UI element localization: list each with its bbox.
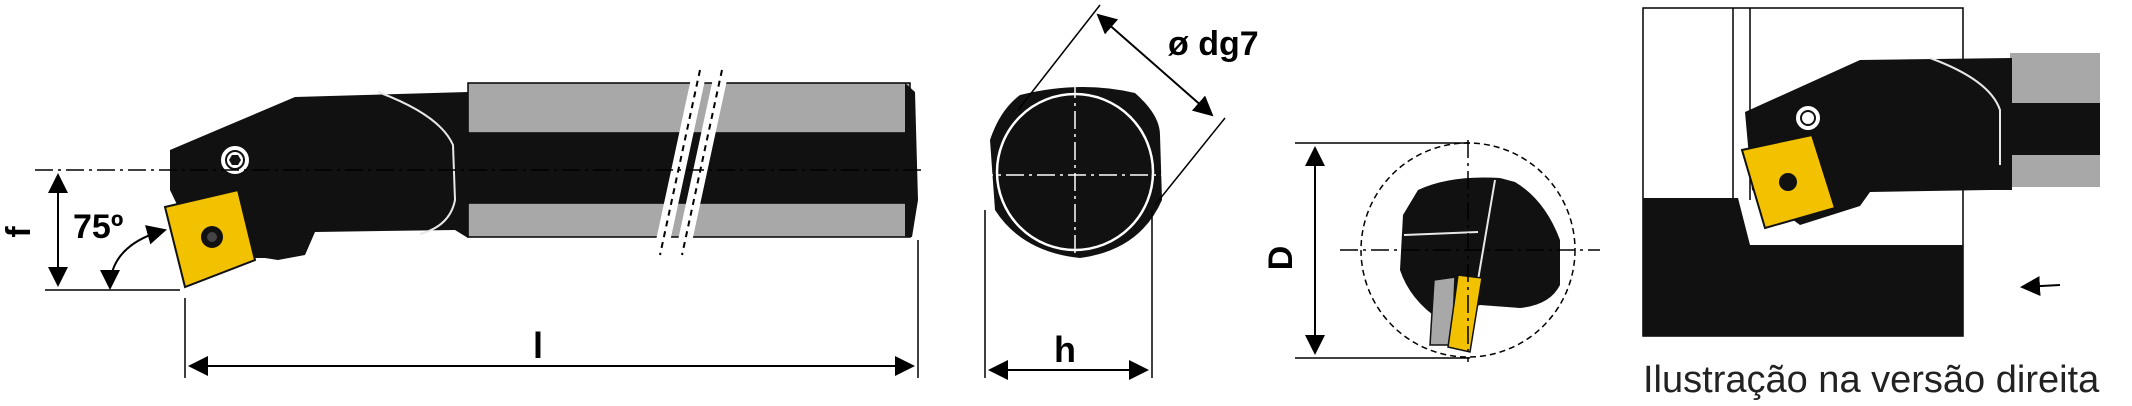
end-view: ø dg7 h xyxy=(975,4,1259,380)
bore-insert-yellow xyxy=(1447,274,1483,353)
bore-tool-section xyxy=(1400,177,1560,320)
f-label: f xyxy=(0,226,38,238)
diameter-label: ø dg7 xyxy=(1168,25,1259,63)
h-label: h xyxy=(1054,329,1076,370)
illu-head-contour xyxy=(1929,57,2001,165)
angle-arc xyxy=(100,225,167,290)
dg7-ext-1 xyxy=(1017,4,1101,111)
D-label: D xyxy=(1262,246,1300,271)
head-contour xyxy=(377,91,457,235)
shank-end xyxy=(905,83,918,237)
angle-label: 75º xyxy=(73,208,123,246)
bore-section-edge-2 xyxy=(1403,231,1479,236)
dg7-dim-line xyxy=(1096,13,1214,117)
screw-hex xyxy=(229,155,241,165)
bore-section-edge xyxy=(1477,179,1496,281)
feed-arrow xyxy=(2020,276,2061,297)
dg7-ext-2 xyxy=(1154,117,1226,206)
shank-section xyxy=(990,86,1162,258)
illu-shank-core xyxy=(2000,103,2100,155)
illu-shank-bottom xyxy=(2010,155,2100,187)
l-label: l xyxy=(533,325,543,366)
illustration-view: Ilustração na versão direita xyxy=(1642,7,2100,401)
illustration-caption: Ilustração na versão direita xyxy=(1643,359,2100,401)
insert-screw-core xyxy=(207,232,217,242)
side-view: f 75º l xyxy=(0,68,925,378)
workpiece-solid xyxy=(1643,198,1963,336)
illu-screw-inner xyxy=(1800,110,1816,126)
break-dash-1 xyxy=(659,69,701,256)
bore-view: D xyxy=(1262,140,1600,362)
illu-insert-screw xyxy=(1779,173,1797,191)
illu-shank-top xyxy=(2010,53,2100,103)
break-dash-2 xyxy=(681,69,723,256)
